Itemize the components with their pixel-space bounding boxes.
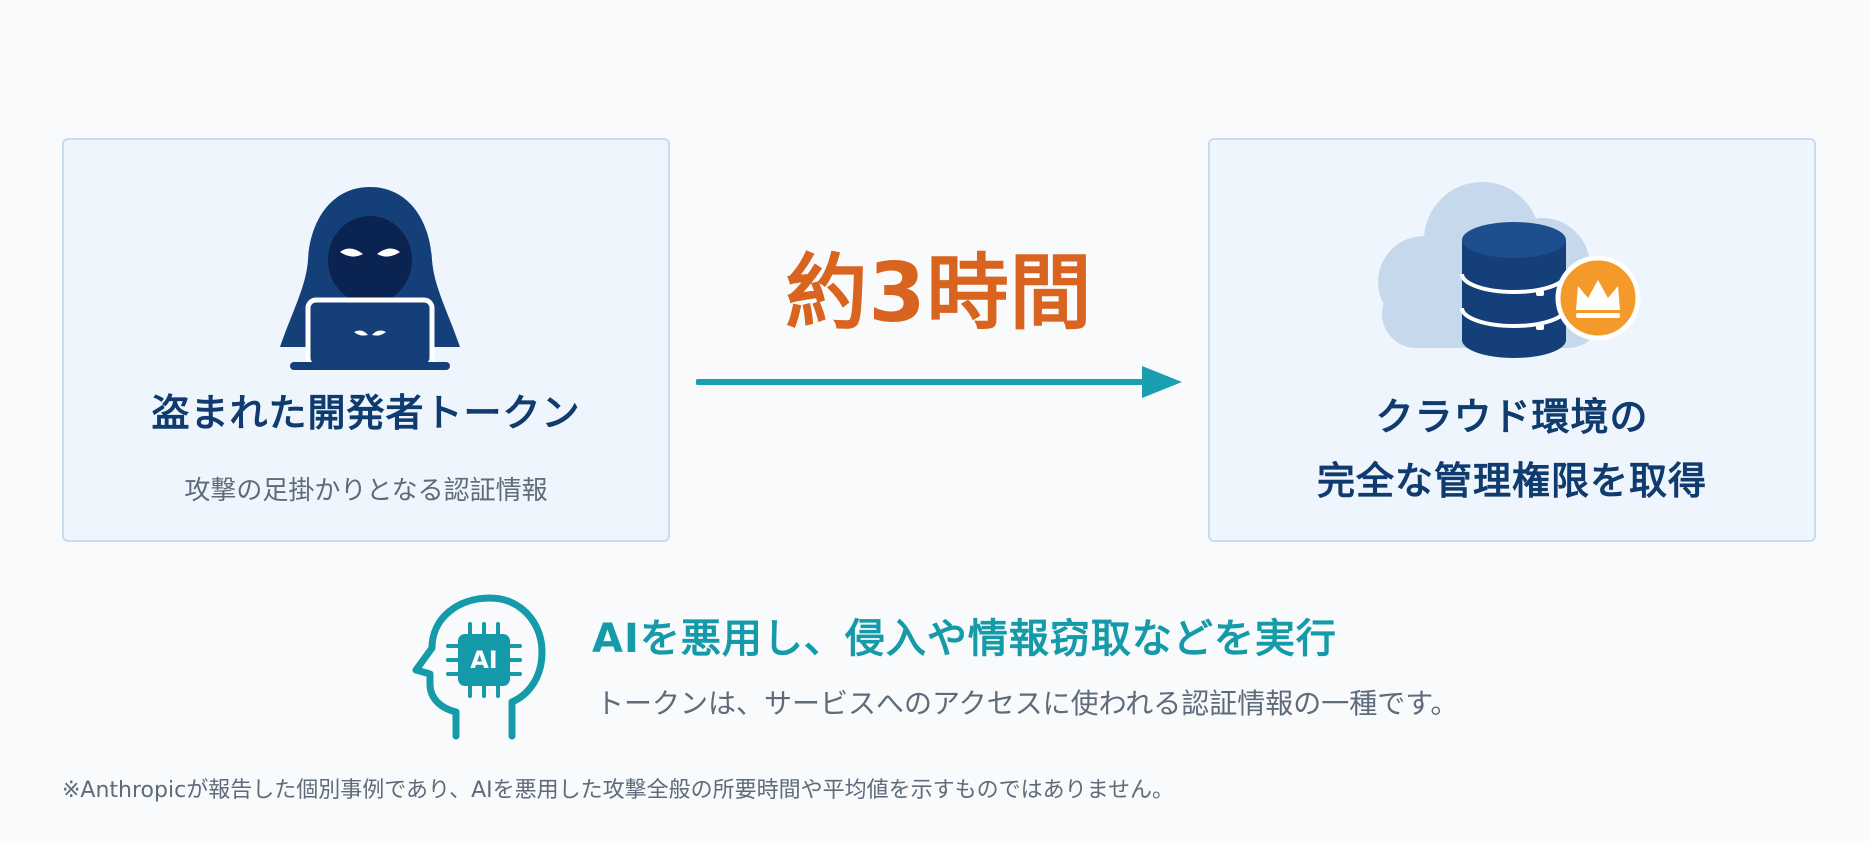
ai-head-chip-icon: AI — [412, 594, 546, 740]
right-arrow-icon — [696, 366, 1182, 398]
hooded-hacker-laptop-icon — [280, 187, 460, 370]
token-caption: トークンは、サービスへのアクセスに使われる認証情報の一種です。 — [596, 687, 1459, 720]
duration-label: 約3時間 — [785, 246, 1093, 341]
card-title-line2: 完全な管理権限を取得 — [1316, 459, 1707, 503]
card-title: 盗まれた開発者トークン — [151, 391, 581, 435]
ai-chip-label: AI — [470, 646, 498, 674]
ai-misuse-headline: AIを悪用し、侵入や情報窃取などを実行 — [592, 616, 1337, 662]
cloud-database-crown-icon — [1378, 182, 1641, 358]
card-title-line1: クラウド環境の — [1375, 395, 1649, 439]
footnote: ※Anthropicが報告した個別事例であり、AIを悪用した攻撃全般の所要時間や… — [62, 778, 1174, 803]
stolen-token-card: 盗まれた開発者トークン 攻撃の足掛かりとなる認証情報 — [62, 138, 670, 542]
card-subtitle: 攻撃の足掛かりとなる認証情報 — [184, 476, 548, 506]
cloud-admin-card: クラウド環境の 完全な管理権限を取得 — [1208, 138, 1816, 542]
